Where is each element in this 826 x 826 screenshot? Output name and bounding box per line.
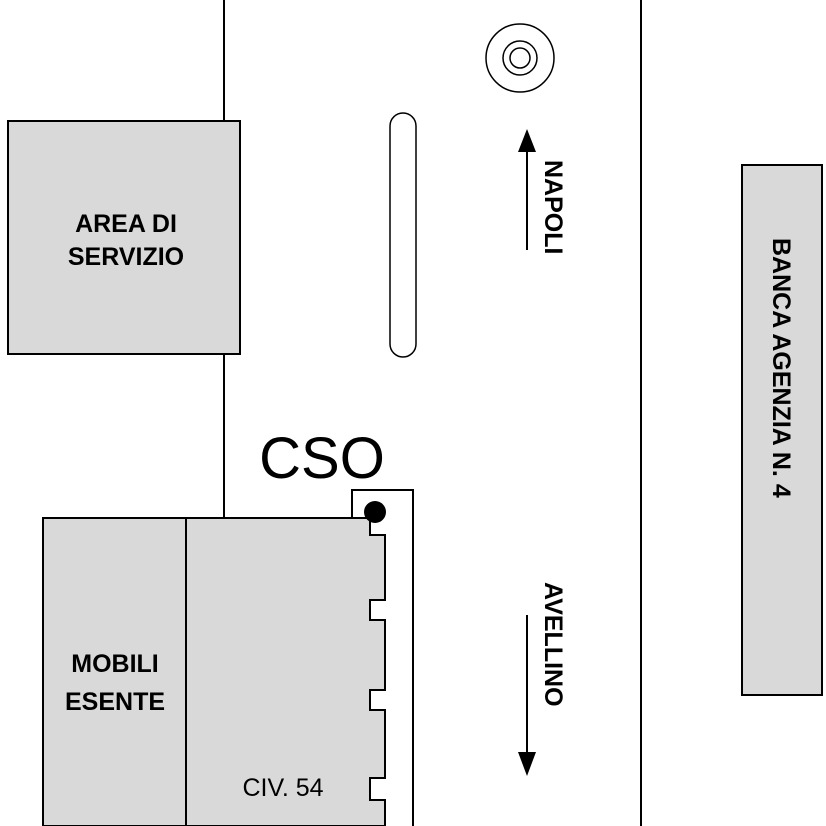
service-area-label-line2: SERVIZIO bbox=[68, 243, 184, 271]
bank-building bbox=[741, 164, 823, 696]
cso-label: CSO bbox=[259, 426, 385, 491]
civic-number-label: CIV. 54 bbox=[242, 774, 323, 802]
north-direction-label: NAPOLI bbox=[539, 160, 567, 254]
traffic-island bbox=[389, 112, 417, 358]
north-arrow-icon bbox=[518, 129, 536, 250]
service-area-label-line1: AREA DI bbox=[75, 210, 177, 238]
south-direction-label: AVELLINO bbox=[539, 582, 567, 707]
service-area-building bbox=[7, 120, 241, 355]
furniture-label-line2: ESENTE bbox=[65, 688, 165, 716]
south-arrow-icon bbox=[518, 615, 536, 776]
furniture-and-civ54-buildings bbox=[42, 517, 386, 826]
cso-marker-icon bbox=[364, 501, 386, 523]
bank-label: BANCA AGENZIA N. 4 bbox=[767, 238, 795, 498]
furniture-label-line1: MOBILI bbox=[71, 650, 159, 678]
sidewalk-strip bbox=[351, 489, 414, 826]
roundabout-icon bbox=[485, 23, 555, 93]
